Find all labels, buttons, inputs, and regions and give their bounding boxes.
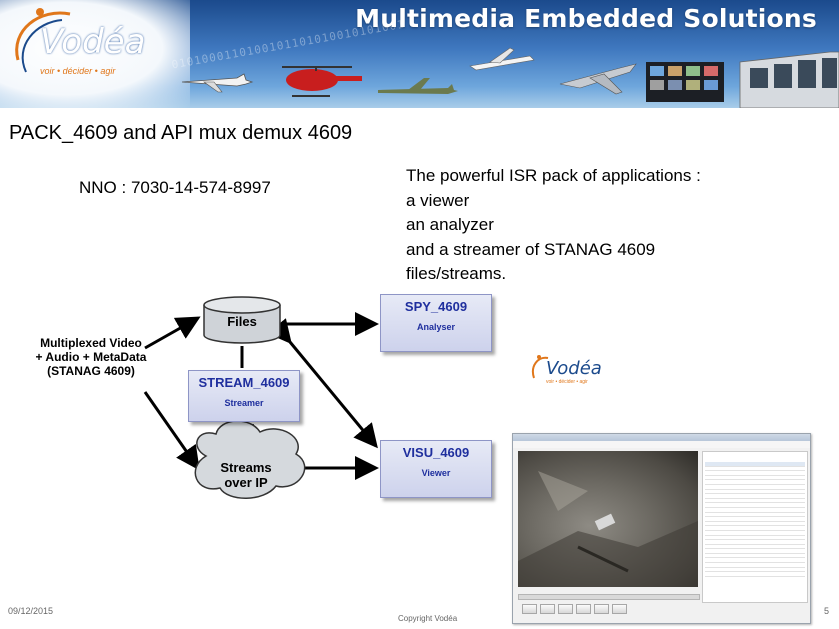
metadata-row: [705, 517, 805, 522]
logo-backdrop: [0, 0, 190, 108]
record-button: [612, 604, 627, 614]
product-description: The powerful ISR pack of applications : …: [406, 164, 701, 287]
play-button: [540, 604, 555, 614]
stop-button: [576, 604, 591, 614]
metadata-row: [705, 540, 805, 545]
metadata-row: [705, 508, 805, 513]
playback-controls: [518, 590, 700, 620]
vodea-logo-tagline: voir • décider • agir: [40, 66, 116, 76]
description-line: files/streams.: [406, 264, 507, 283]
metadata-row: [705, 513, 805, 518]
metadata-row: [705, 503, 805, 508]
stream-4609-role: Streamer: [224, 398, 264, 408]
stream-4609-name: STREAM_4609: [198, 375, 290, 390]
app-titlebar: [513, 434, 810, 441]
streams-cloud-icon: [194, 420, 306, 499]
drone-icon: [469, 47, 535, 71]
helicopter-icon: [282, 66, 362, 97]
metadata-row: [705, 499, 805, 504]
metadata-row: [705, 545, 805, 550]
files-label: Files: [227, 314, 257, 329]
files-storage-icon: [203, 296, 281, 344]
logo-swirl-icon: [15, 8, 71, 73]
metadata-row: [705, 549, 805, 554]
transport-aircraft-icon: [378, 78, 458, 94]
arrow-input-to-files: [144, 316, 201, 350]
metadata-row: [705, 462, 805, 467]
visu-4609-box: VISU_4609 Viewer: [380, 440, 492, 498]
metadata-row: [705, 572, 805, 577]
page-number: 5: [824, 606, 830, 616]
streams-label-line: Streams: [220, 460, 272, 475]
arrow-files-visu: [267, 318, 378, 449]
vehicle-illustrations: [15, 8, 839, 108]
metadata-row: [705, 526, 805, 531]
visu-4609-name: VISU_4609: [402, 445, 470, 460]
input-label-line: (STANAG 4609): [47, 364, 135, 378]
spy-4609-name: SPY_4609: [404, 299, 468, 314]
metadata-rows: [705, 462, 805, 577]
metadata-row: [705, 568, 805, 573]
app-menubar: [513, 441, 810, 448]
banner-title: Multimedia Embedded Solutions: [355, 4, 817, 33]
pause-button: [558, 604, 573, 614]
spy-4609-role: Analyser: [416, 322, 456, 332]
metadata-row: [705, 563, 805, 568]
input-label: Multiplexed Video + Audio + MetaData (ST…: [31, 336, 151, 378]
metadata-row: [705, 467, 805, 472]
metadata-row: [705, 476, 805, 481]
metadata-row: [705, 480, 805, 485]
spy-4609-box: SPY_4609 Analyser: [380, 294, 492, 352]
stream-4609-box: STREAM_4609 Streamer: [188, 370, 300, 422]
mini-logo-word: Vodéa: [546, 358, 602, 379]
business-jet-icon: [181, 73, 254, 93]
metadata-panel: [702, 451, 808, 603]
seek-bar: [518, 594, 700, 600]
description-line: The powerful ISR pack of applications :: [406, 166, 701, 185]
input-label-line: Multiplexed Video: [40, 336, 142, 350]
vodea-logo-text: Vodéa: [40, 22, 146, 62]
metadata-row: [705, 558, 805, 564]
viewer-app-screenshot: [512, 433, 811, 624]
forward-button: [594, 604, 609, 614]
mini-logo-swirl-icon: [532, 355, 549, 379]
description-line: a viewer: [406, 190, 470, 210]
metadata-row: [705, 522, 805, 527]
rewind-button: [522, 604, 537, 614]
description-line: and a streamer of STANAG 4609: [406, 239, 656, 259]
arrow-input-to-streams: [143, 391, 200, 471]
control-room-icon: [646, 62, 724, 102]
footer-copyright: Copyright Vodéa: [398, 614, 458, 623]
video-scene: [518, 471, 698, 587]
streams-label-line: over IP: [224, 475, 268, 490]
metadata-row: [705, 494, 805, 499]
metadata-row: [705, 536, 805, 541]
tram-icon: [739, 51, 839, 108]
fighter-jet-icon: [559, 63, 637, 95]
description-line: an analyzer: [406, 215, 494, 234]
visu-4609-role: Viewer: [421, 468, 451, 478]
metadata-row: [705, 531, 805, 536]
mini-logo-tagline: voir • décider • agir: [546, 379, 588, 385]
metadata-row: [705, 485, 805, 490]
nno-number: NNO : 7030-14-574-8997: [79, 178, 271, 197]
metadata-row: [705, 554, 805, 559]
diagram-connectors: [143, 296, 379, 499]
metadata-row: [705, 471, 805, 476]
aerial-video-frame: [518, 451, 698, 587]
streams-label: Streams over IP: [208, 460, 284, 490]
slide-title: PACK_4609 and API mux demux 4609: [9, 122, 353, 144]
input-label-line: + Audio + MetaData: [35, 350, 147, 364]
footer-date: 09/12/2015: [8, 606, 54, 616]
metadata-row: [705, 490, 805, 495]
header-banner: 0101000110100101101010010101001: [0, 0, 839, 108]
